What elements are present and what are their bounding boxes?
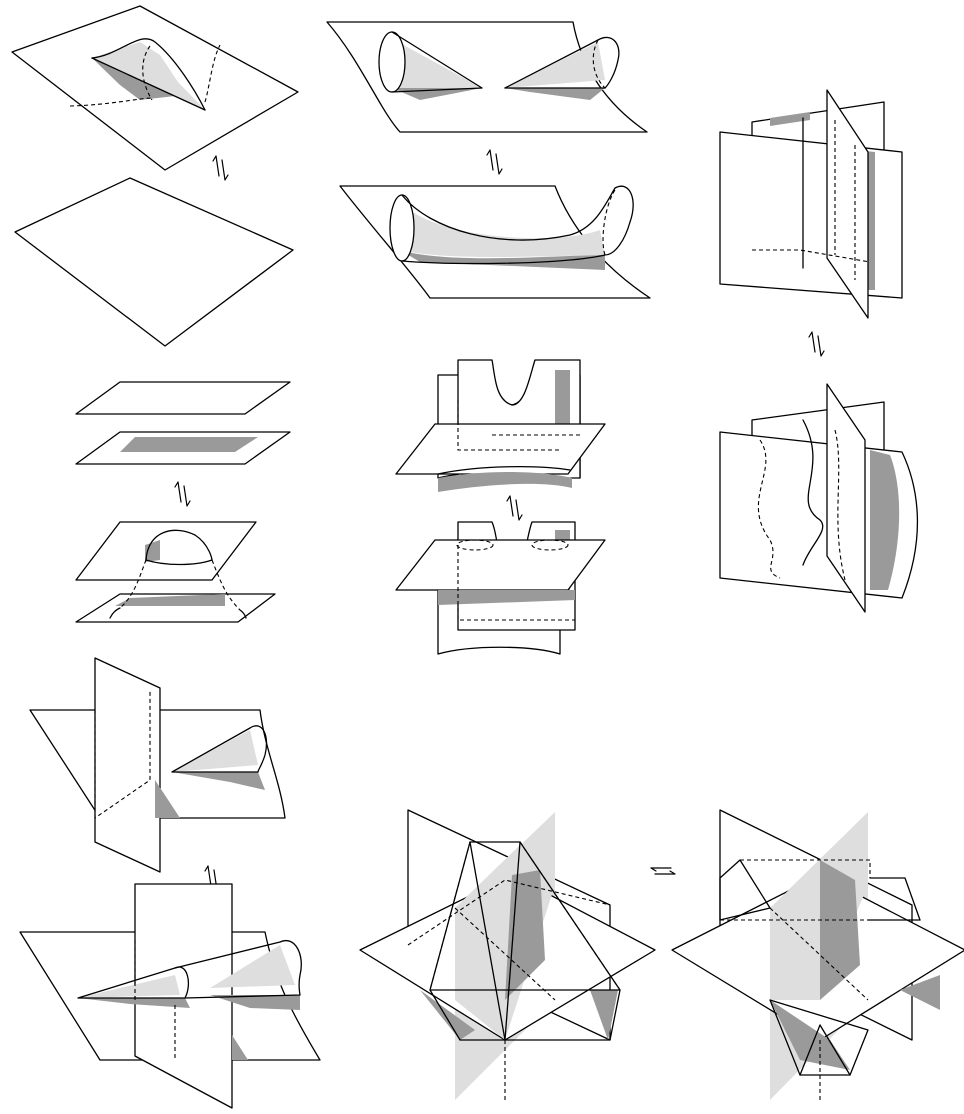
move-arrow-1 [213,156,228,180]
wavy-triple-plane-bottom [720,384,917,612]
panel-saddle-sheet [396,360,605,654]
flat-plane-bottom [15,178,293,346]
cusp-surface-top [12,6,298,170]
move-arrow-4 [175,482,190,506]
panel-parallel-sheets-tube [76,382,290,622]
tetrahedral-left [360,810,655,1100]
panel-cone-tube-merge [327,22,650,298]
move-arrow-7 [651,868,675,874]
triple-plane-top [720,90,902,318]
plane-cone-top [30,658,285,872]
panel-plane-cone-intersection [20,658,320,1108]
move-arrow-5 [507,496,522,520]
move-arrow-2 [487,150,502,174]
panel-tetrahedral-move [360,810,964,1100]
move-arrow-3 [809,332,824,356]
saddle-bottom [396,522,605,654]
panel-cusp-birth [12,6,298,346]
tetrahedral-right [672,810,964,1100]
two-sheets-top [76,382,290,464]
two-cones-top [327,22,647,132]
panel-triple-plane [720,90,917,612]
tube-bottom [340,186,650,298]
saddle-top [396,360,605,492]
plane-cone-bottom [20,884,320,1108]
sheets-with-tube-bottom [76,522,275,622]
